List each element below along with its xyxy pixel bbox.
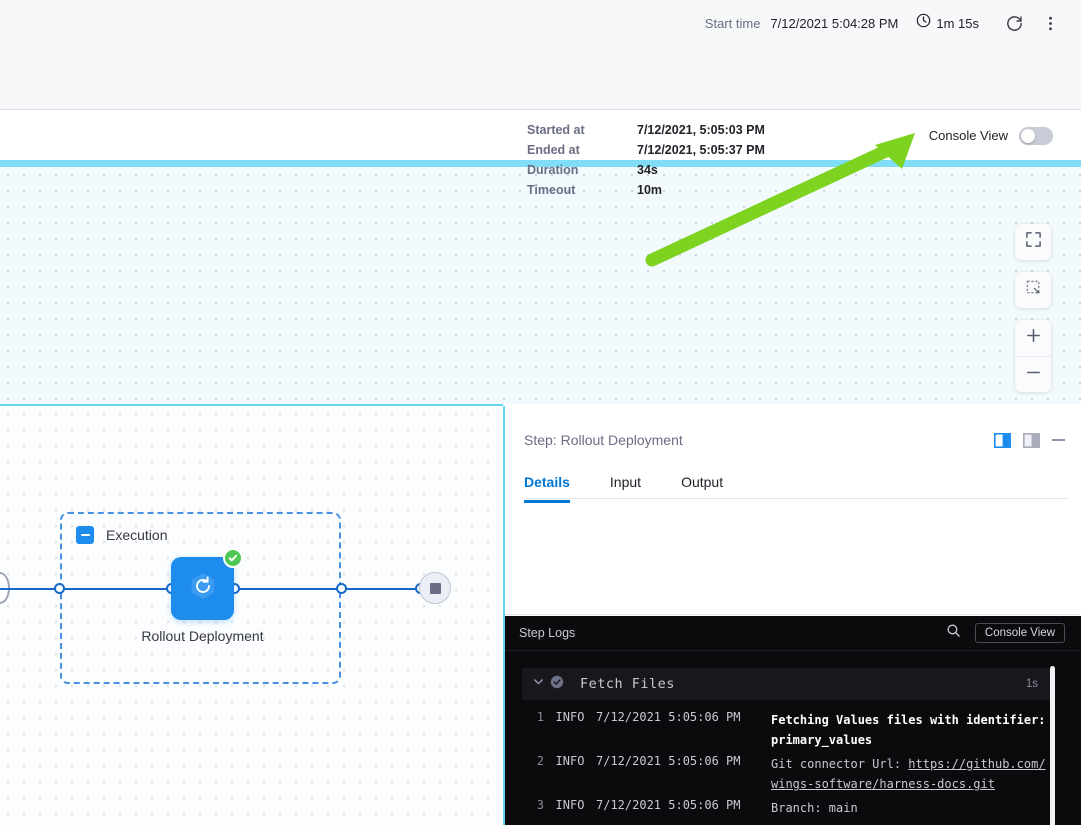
console-view-label: Console View xyxy=(928,128,1008,143)
log-line-message: Fetching Values files with identifier: p… xyxy=(771,713,1046,747)
log-message-text: Git connector Url: xyxy=(771,757,909,771)
pipeline-canvas-bottom[interactable] xyxy=(0,406,503,825)
highlight-band xyxy=(0,160,1081,167)
tabs-divider xyxy=(524,498,1069,499)
canvas-divider-vertical xyxy=(503,406,505,825)
clock-icon xyxy=(916,13,931,33)
plus-icon xyxy=(1025,327,1042,349)
edge-in xyxy=(0,588,175,590)
rollout-deployment-icon xyxy=(186,569,220,608)
field-label: Ended at xyxy=(527,143,580,157)
zoom-in-button[interactable] xyxy=(1015,320,1051,356)
console-view-toggle[interactable] xyxy=(1019,126,1053,145)
log-line-message: Git connector Url: https://github.com/wi… xyxy=(771,754,1047,794)
logs-scrollbar[interactable] xyxy=(1050,666,1055,825)
log-section-header[interactable]: Fetch Files 1s xyxy=(522,668,1052,700)
field-label: Timeout xyxy=(527,183,576,197)
log-line-time: 7/12/2021 5:05:06 PM xyxy=(596,754,741,768)
field-label: Started at xyxy=(527,123,585,137)
selection-box-button[interactable] xyxy=(1015,272,1051,308)
check-circle-icon xyxy=(223,548,243,568)
expand-icon xyxy=(1025,231,1042,253)
canvas-controls xyxy=(1015,224,1051,392)
check-circle-icon xyxy=(550,675,564,694)
field-value: 10m xyxy=(637,183,663,197)
start-time-value: 7/12/2021 5:04:28 PM xyxy=(770,15,899,31)
step-detail-panel: Step: Rollout Deployment Details Input O… xyxy=(505,406,1081,615)
port-group-out[interactable] xyxy=(336,583,347,594)
log-line-level: INFO xyxy=(555,710,585,724)
step-detail-tabs: Details Input Output xyxy=(524,466,763,503)
start-time-label: Start time xyxy=(704,15,761,31)
logs-console-view-button[interactable]: Console View xyxy=(974,623,1065,643)
log-message-link[interactable]: https://github.com/wings-software/harnes… xyxy=(771,757,1046,791)
log-line: 2 INFO 7/12/2021 5:05:06 PM Git connecto… xyxy=(522,754,1047,794)
step-logs-title: Step Logs xyxy=(519,626,576,640)
field-value: 7/12/2021, 5:05:37 PM xyxy=(637,143,765,157)
top-bar: Start time 7/12/2021 5:04:28 PM 1m 15s xyxy=(0,0,1081,110)
rerun-icon[interactable] xyxy=(1001,10,1027,36)
edge-out xyxy=(230,588,425,590)
tab-output[interactable]: Output xyxy=(681,474,724,490)
minimize-icon[interactable] xyxy=(1052,439,1065,441)
log-line-time: 7/12/2021 5:05:06 PM xyxy=(596,798,741,812)
zoom-group xyxy=(1015,320,1051,392)
duration-group: 1m 15s xyxy=(916,13,979,33)
tab-input[interactable]: Input xyxy=(609,474,642,490)
toggle-knob xyxy=(1021,128,1035,143)
execution-group-label: Execution xyxy=(106,527,168,543)
step-detail-title: Step: Rollout Deployment xyxy=(524,432,683,448)
panel-bottom-icon[interactable] xyxy=(1023,432,1040,448)
crop-select-icon xyxy=(1025,279,1042,301)
tab-details[interactable]: Details xyxy=(524,466,590,503)
step-detail-header: Step: Rollout Deployment xyxy=(524,426,1065,454)
field-timeout: Timeout 10m xyxy=(527,180,765,200)
execution-group[interactable]: Execution xyxy=(60,512,341,684)
pipeline-canvas-top[interactable] xyxy=(0,167,1081,404)
log-line: 1 INFO 7/12/2021 5:05:06 PM Fetching Val… xyxy=(522,710,1047,750)
log-line-number: 3 xyxy=(536,798,544,812)
field-value: 34s xyxy=(637,163,658,177)
panel-right-icon[interactable] xyxy=(994,432,1011,448)
step-detail-fields: Started at 7/12/2021, 5:05:03 PM Ended a… xyxy=(527,120,765,200)
log-line-message: Branch: main xyxy=(771,801,858,815)
collapse-minus-icon[interactable] xyxy=(76,526,94,544)
minus-icon xyxy=(1025,364,1042,386)
select-group xyxy=(1015,272,1051,308)
field-ended-at: Ended at 7/12/2021, 5:05:37 PM xyxy=(527,140,765,160)
field-duration: Duration 34s xyxy=(527,160,765,180)
field-value: 7/12/2021, 5:05:03 PM xyxy=(637,123,765,137)
stop-node[interactable] xyxy=(419,572,451,604)
field-label: Duration xyxy=(527,163,579,177)
field-started-at: Started at 7/12/2021, 5:05:03 PM xyxy=(527,120,765,140)
fit-to-screen-button[interactable] xyxy=(1015,224,1051,260)
step-logs-header: Step Logs Console View xyxy=(505,616,1081,651)
log-line: 3 INFO 7/12/2021 5:05:06 PM Branch: main xyxy=(522,798,1047,818)
log-line-level: INFO xyxy=(555,754,585,768)
step-node-rollout-deployment[interactable] xyxy=(171,548,243,620)
canvas-divider-horizontal xyxy=(0,404,503,406)
step-node-label: Rollout Deployment xyxy=(141,628,264,644)
zoom-out-button[interactable] xyxy=(1015,356,1051,392)
log-line-time: 7/12/2021 5:05:06 PM xyxy=(596,710,741,724)
search-icon[interactable] xyxy=(946,623,961,643)
step-logs-actions: Console View xyxy=(946,623,1065,643)
port-group-in[interactable] xyxy=(54,583,65,594)
fit-group xyxy=(1015,224,1051,260)
log-line-number: 2 xyxy=(536,754,544,768)
log-section-name: Fetch Files xyxy=(580,676,675,692)
duration-value: 1m 15s xyxy=(936,15,979,31)
step-detail-actions xyxy=(994,432,1065,448)
chevron-down-icon[interactable] xyxy=(532,675,546,693)
step-logs-panel: Step Logs Console View Fetch Files 1s 1 … xyxy=(505,616,1081,825)
execution-meta: Start time 7/12/2021 5:04:28 PM 1m 15s xyxy=(705,8,1063,38)
log-line-level: INFO xyxy=(555,798,585,812)
log-line-number: 1 xyxy=(536,710,544,724)
more-vertical-icon[interactable] xyxy=(1037,10,1063,36)
log-section-duration: 1s xyxy=(1025,678,1038,690)
console-view-group: Console View xyxy=(929,111,1053,160)
stop-square-icon xyxy=(429,582,441,594)
execution-group-header: Execution xyxy=(76,526,167,544)
log-lines: 1 INFO 7/12/2021 5:05:06 PM Fetching Val… xyxy=(522,710,1047,822)
